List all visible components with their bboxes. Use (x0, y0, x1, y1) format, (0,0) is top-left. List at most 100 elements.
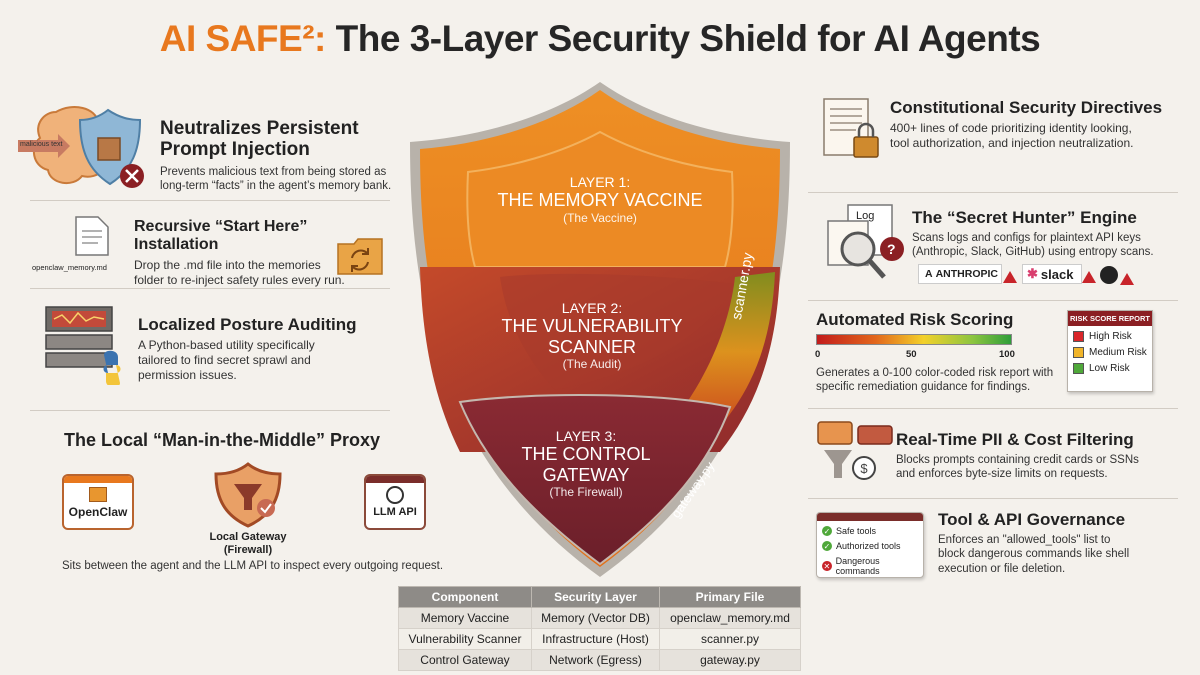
audit-desc-2: tailored to find secret sprawl and (138, 353, 311, 368)
tools-list-box: ✓Safe tools ✓Authorized tools ✕Dangerous… (816, 512, 924, 578)
divider (808, 498, 1178, 499)
hunter-title: The “Secret Hunter” Engine (912, 208, 1137, 227)
feature-directives: Constitutional Security Directives 400+ … (890, 98, 1180, 151)
layer2-label: LAYER 2: (561, 300, 623, 316)
llm-api-node: LLM API (364, 474, 426, 530)
authorized-tools-label: Authorized tools (836, 541, 901, 551)
install-title: Recursive “Start Here” Installation (134, 218, 308, 253)
layer3-name2: GATEWAY (542, 464, 630, 485)
gateway-shield-icon (214, 462, 282, 528)
log-search-icon (827, 204, 904, 279)
divider (30, 288, 390, 289)
risk-tick-50: 50 (906, 349, 917, 360)
table-cell: scanner.py (658, 628, 802, 650)
table-header: Component (398, 586, 532, 608)
layer3-panel (458, 394, 732, 566)
directives-desc-1: 400+ lines of code prioritizing identity… (890, 121, 1132, 136)
risk-desc-1: Generates a 0-100 color-coded risk repor… (816, 367, 1054, 379)
x-icon: ✕ (822, 561, 832, 571)
layer2-name1: THE VULNERABILITY (501, 316, 683, 336)
layer3-sub: (The Firewall) (549, 485, 623, 500)
table-cell: Memory (Vector DB) (530, 607, 660, 629)
table-cell: openclaw_memory.md (658, 607, 802, 629)
feature-tools: Tool & API Governance Enforces an "allow… (938, 510, 1178, 576)
layer2-name2: SCANNER (547, 336, 636, 357)
layer2-text: LAYER 2: THE VULNERABILITY SCANNER (The … (472, 300, 712, 371)
security-shield (410, 82, 790, 577)
directives-desc-2: tool authorization, and injection neutra… (890, 136, 1134, 151)
risk-medium-label: Medium Risk (1089, 347, 1147, 358)
gateway-label: Local Gateway (Firewall) (200, 531, 296, 556)
injection-title-2: Prompt Injection (160, 139, 310, 161)
risk-low-label: Low Risk (1089, 363, 1130, 374)
page-title: AI SAFE²: The 3-Layer Security Shield fo… (0, 18, 1200, 60)
injection-desc-1: Prevents malicious text from being store… (160, 165, 387, 178)
hunter-desc-2: (Anthropic, Slack, GitHub) using entropy… (912, 246, 1154, 259)
table-row: Control Gateway Network (Egress) gateway… (398, 649, 802, 671)
openai-icon (386, 486, 404, 504)
install-desc-1: Drop the .md file into the memories (134, 257, 321, 272)
pii-desc-1: Blocks prompts containing credit cards o… (896, 454, 1139, 467)
tools-desc-3: execution or file deletion. (938, 562, 1066, 575)
check-icon: ✓ (822, 541, 832, 551)
table-header-row: Component Security Layer Primary File (398, 586, 802, 608)
openclaw-node: OpenClaw (62, 474, 134, 530)
injection-desc-2: long-term “facts” in the agent’s memory … (160, 179, 392, 192)
layer1-text: LAYER 1: THE MEMORY VACCINE (The Vaccine… (480, 174, 720, 225)
slack-label: slack (1040, 266, 1074, 282)
log-label: Log (856, 210, 875, 222)
title-accent: AI SAFE²: (159, 18, 327, 59)
layer2-sub: (The Audit) (562, 357, 622, 372)
warning-icon (1120, 273, 1134, 285)
table-cell: Vulnerability Scanner (398, 628, 532, 650)
install-illustration: openclaw_memory.md (32, 215, 132, 275)
table-cell: Control Gateway (398, 649, 532, 671)
slack-chip: ✱slack (1022, 264, 1082, 284)
proxy-desc: Sits between the agent and the LLM API t… (62, 560, 444, 572)
layer3-text: LAYER 3: THE CONTROL GATEWAY (The Firewa… (466, 428, 706, 499)
question-mark-icon: ? (887, 241, 896, 257)
document-icon (75, 216, 109, 256)
risk-title: Automated Risk Scoring (816, 310, 1014, 329)
server-python-icon (45, 306, 121, 385)
risk-gradient-bar (816, 334, 1012, 345)
malicious-text-tag: malicious text (20, 141, 63, 148)
directives-title: Constitutional Security Directives (890, 98, 1163, 117)
memory-file-name: openclaw_memory.md (32, 263, 107, 272)
layer3-label: LAYER 3: (555, 428, 617, 444)
hunter-desc-1: Scans logs and configs for plaintext API… (912, 232, 1141, 245)
table-cell: Network (Egress) (530, 649, 660, 671)
gateway-label-1: Local Gateway (209, 531, 287, 543)
warning-icon (1082, 271, 1096, 283)
risk-high-label: High Risk (1089, 331, 1132, 342)
risk-report-title: RISK SCORE REPORT (1068, 311, 1152, 326)
divider (808, 192, 1178, 193)
layer1-label: LAYER 1: (569, 174, 631, 190)
layer2-swoosh (500, 273, 735, 390)
audit-desc-1: A Python-based utility specifically (138, 338, 315, 353)
pii-title: Real-Time PII & Cost Filtering (896, 430, 1134, 449)
tools-desc-2: block dangerous commands like shell (938, 548, 1130, 561)
divider (808, 300, 1178, 301)
title-rest: The 3-Layer Security Shield for AI Agent… (325, 18, 1041, 59)
table-header: Security Layer (530, 586, 660, 608)
risk-desc: Generates a 0-100 color-coded risk repor… (816, 366, 1053, 395)
feature-hunter: The “Secret Hunter” Engine Scans logs an… (912, 208, 1182, 260)
safe-tools-label: Safe tools (836, 526, 877, 536)
table-cell: Memory Vaccine (398, 607, 532, 629)
llm-api-label: LLM API (373, 506, 417, 518)
tools-title: Tool & API Governance (938, 510, 1126, 529)
risk-desc-2: specific remediation guidance for findin… (816, 381, 1031, 394)
risk-tick-100: 100 (999, 349, 1015, 360)
table-row: Vulnerability Scanner Infrastructure (Ho… (398, 628, 802, 650)
divider (808, 408, 1178, 409)
layer1-sub: (The Vaccine) (563, 210, 637, 225)
audit-title: Localized Posture Auditing (138, 315, 357, 334)
proxy-title: The Local “Man-in-the-Middle” Proxy (64, 430, 381, 450)
audit-desc-3: permission issues. (138, 368, 237, 383)
heat-strip (680, 272, 775, 432)
injection-illustration: malicious text (18, 100, 154, 192)
risk-tick-0: 0 (815, 349, 821, 360)
github-icon (1100, 266, 1118, 284)
